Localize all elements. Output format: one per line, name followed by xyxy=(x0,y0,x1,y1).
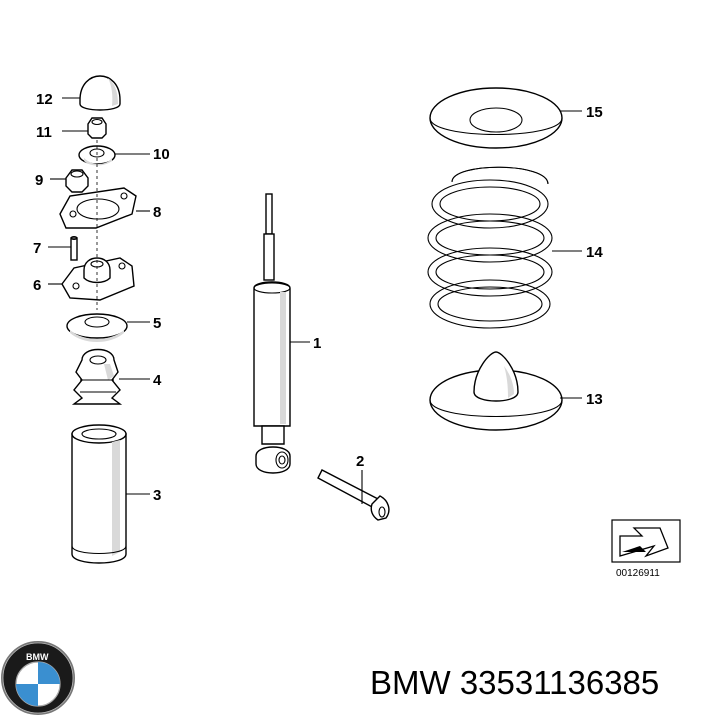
part-14-coil-spring xyxy=(427,166,553,329)
bmw-logo-letters: BMW xyxy=(26,652,49,662)
part-1-shock-absorber xyxy=(253,193,291,474)
part-2-bolt xyxy=(317,469,390,521)
callout-3: 3 xyxy=(153,487,161,504)
part-13-lower-spring-pad xyxy=(429,351,563,431)
callout-10: 10 xyxy=(153,146,170,163)
callout-11: 11 xyxy=(36,124,52,141)
brand-name: BMW xyxy=(370,664,451,701)
part-caption: BMW 33531136385 xyxy=(370,664,659,702)
part-9-hex-nut xyxy=(65,169,89,193)
part-6-upper-mount xyxy=(61,257,135,301)
callout-13: 13 xyxy=(586,391,603,408)
callout-8: 8 xyxy=(153,204,161,221)
bmw-logo: BMW xyxy=(1,641,75,715)
reference-code: 00126911 xyxy=(616,568,660,579)
part-11-nut xyxy=(87,117,107,139)
callout-12: 12 xyxy=(36,91,53,108)
callout-6: 6 xyxy=(33,277,41,294)
part-5-seal xyxy=(66,313,128,342)
callout-5: 5 xyxy=(153,315,161,332)
part-12-cap xyxy=(79,75,121,111)
callout-14: 14 xyxy=(586,244,603,261)
callout-15: 15 xyxy=(586,104,603,121)
part-4-bump-stop xyxy=(71,348,123,405)
reference-box xyxy=(611,519,681,563)
callout-2: 2 xyxy=(356,453,364,470)
part-3-dust-tube xyxy=(71,424,127,564)
part-15-upper-spring-pad xyxy=(429,87,563,149)
part-8-plate xyxy=(59,187,137,229)
callout-9: 9 xyxy=(35,172,43,189)
part-7-stud xyxy=(70,235,78,261)
callout-1: 1 xyxy=(313,335,321,352)
callout-7: 7 xyxy=(33,240,41,257)
part-number: 33531136385 xyxy=(459,664,660,701)
callout-4: 4 xyxy=(153,372,162,389)
